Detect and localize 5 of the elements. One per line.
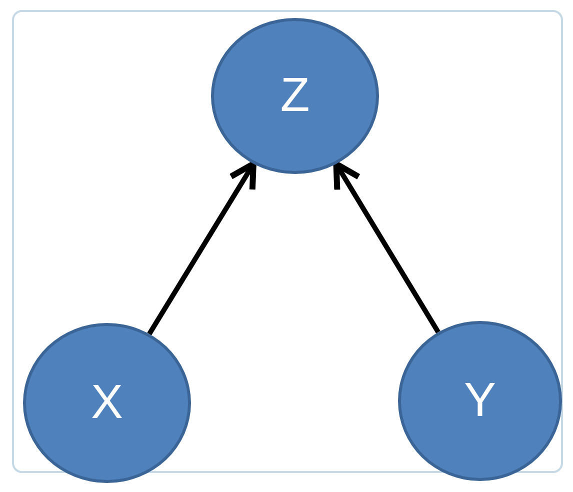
node-label: X [90,379,123,427]
arrow [147,160,256,336]
node-label: Z [280,72,310,120]
node-label: Y [464,377,496,425]
arrow [333,160,440,334]
